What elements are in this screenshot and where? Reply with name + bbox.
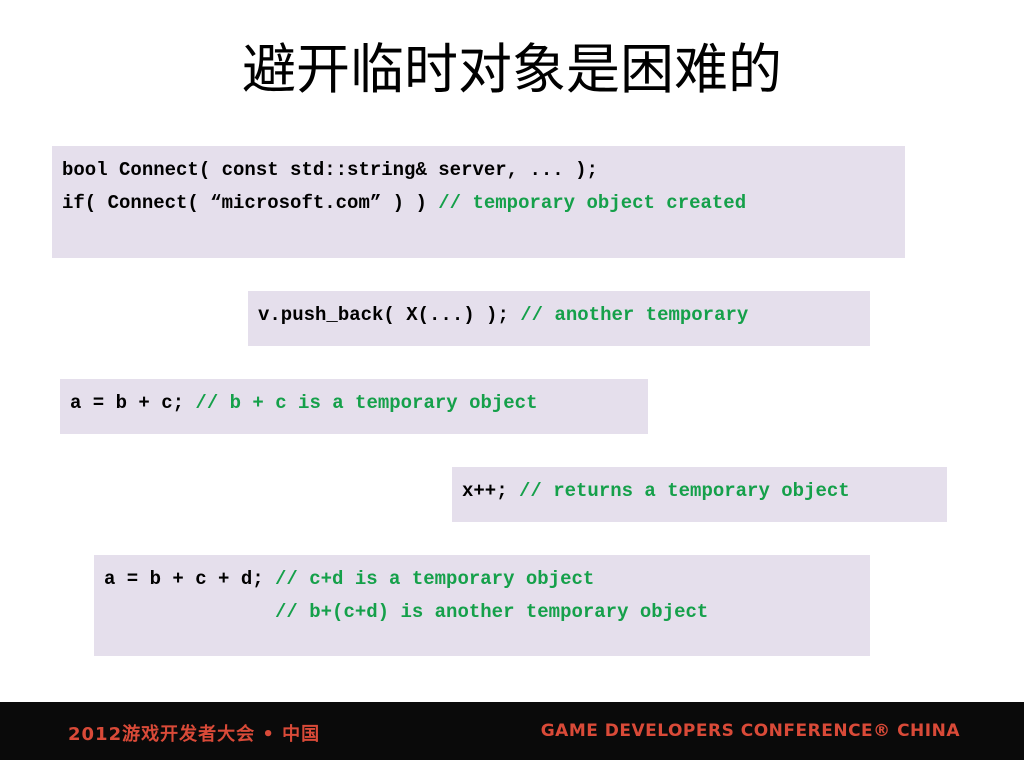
code-comment: // c+d is a temporary object — [275, 568, 595, 590]
code-comment: // temporary object created — [438, 192, 747, 214]
code-line: bool Connect( const std::string& server,… — [62, 154, 895, 187]
code-text: a = b + c + d; — [104, 568, 276, 590]
code-text: a = b + c; — [70, 392, 196, 414]
code-block-addition: a = b + c; // b + c is a temporary objec… — [60, 379, 648, 434]
code-block-connect: bool Connect( const std::string& server,… — [52, 146, 905, 258]
code-comment: // returns a temporary object — [519, 480, 850, 502]
code-block-chained-addition: a = b + c + d; // c+d is a temporary obj… — [94, 555, 870, 656]
code-text: x++; — [462, 480, 520, 502]
footer-conference-logo: GAME DEVELOPERS CONFERENCE® CHINA — [540, 721, 960, 741]
code-comment: // b+(c+d) is another temporary object — [275, 601, 709, 623]
code-line: // b+(c+d) is another temporary object — [104, 596, 860, 629]
code-line: x++; // returns a temporary object — [462, 475, 937, 508]
code-line: if( Connect( “microsoft.com” ) ) // temp… — [62, 187, 895, 220]
code-line: a = b + c + d; // c+d is a temporary obj… — [104, 563, 860, 596]
code-comment: // b + c is a temporary object — [195, 392, 538, 414]
code-block-increment: x++; // returns a temporary object — [452, 467, 947, 522]
code-text: bool Connect( const std::string& server,… — [62, 159, 598, 181]
code-line: a = b + c; // b + c is a temporary objec… — [70, 387, 638, 420]
code-text: v.push_back( X(...) ); — [258, 304, 521, 326]
code-line: v.push_back( X(...) ); // another tempor… — [258, 299, 860, 332]
code-block-push-back: v.push_back( X(...) ); // another tempor… — [248, 291, 870, 346]
code-comment: // another temporary — [520, 304, 749, 326]
code-text — [104, 601, 275, 623]
footer-bar: 2012游戏开发者大会 • 中国 GAME DEVELOPERS CONFERE… — [0, 702, 1024, 760]
footer-event-name: 2012游戏开发者大会 • 中国 — [68, 724, 321, 745]
slide-title: 避开临时对象是困难的 — [242, 38, 782, 101]
code-text: if( Connect( “microsoft.com” ) ) — [62, 192, 439, 214]
